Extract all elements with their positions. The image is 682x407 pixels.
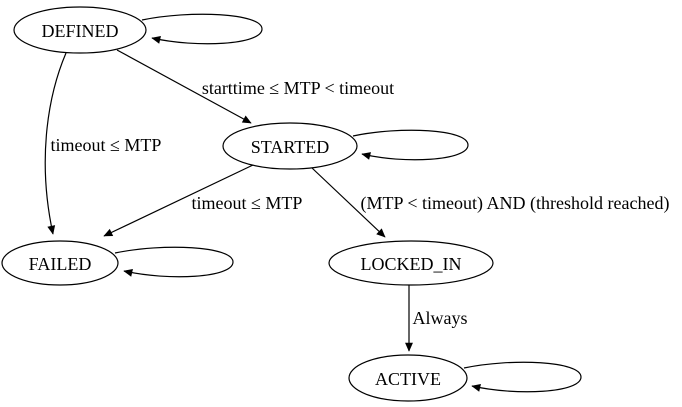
edge-defined-failed bbox=[44, 52, 67, 235]
edge-label-locked-in-active: Always bbox=[412, 308, 468, 328]
self-loop-started bbox=[352, 129, 469, 161]
node-started-label: STARTED bbox=[250, 137, 330, 157]
edge-started-failed bbox=[103, 164, 254, 237]
edge-label-started-failed: timeout ≤ MTP bbox=[191, 193, 303, 213]
node-active-label: ACTIVE bbox=[375, 369, 441, 389]
node-defined-ellipse bbox=[13, 6, 147, 54]
node-started-ellipse bbox=[222, 122, 358, 170]
edge-label-defined-started: starttime ≤ MTP < timeout bbox=[201, 78, 395, 98]
self-loop-defined bbox=[141, 13, 263, 45]
edge-label-started-locked-in: (MTP < timeout) AND (threshold reached) bbox=[360, 193, 670, 213]
node-active-ellipse bbox=[348, 354, 468, 402]
node-locked-in-label: LOCKED_IN bbox=[360, 254, 462, 274]
self-loop-active bbox=[463, 361, 582, 393]
edge-defined-started bbox=[116, 49, 252, 124]
node-defined-label: DEFINED bbox=[41, 21, 119, 41]
node-failed-ellipse bbox=[1, 240, 119, 286]
edge-started-locked-in bbox=[311, 167, 386, 238]
node-failed-label: FAILED bbox=[28, 254, 92, 274]
node-locked-in-ellipse bbox=[328, 240, 494, 286]
self-loop-failed bbox=[114, 246, 234, 278]
edge-label-defined-failed: timeout ≤ MTP bbox=[50, 135, 162, 155]
